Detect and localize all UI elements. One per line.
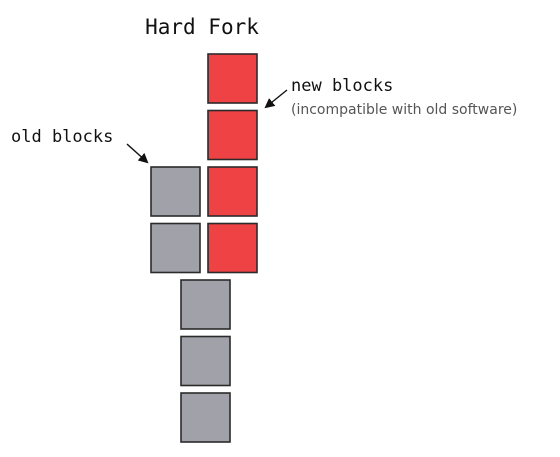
new-block: [207, 166, 258, 217]
new-blocks-note: (incompatible with old software): [291, 102, 517, 118]
old-blocks-label: old blocks: [11, 127, 113, 147]
new-block: [207, 222, 258, 274]
shared-chain-block: [180, 335, 231, 387]
new-block: [207, 53, 258, 104]
shared-chain-block: [180, 392, 231, 443]
old-block: [150, 222, 201, 274]
diagram-title: Hard Fork: [145, 15, 259, 39]
shared-chain-block: [180, 279, 231, 330]
old-blocks-arrow: [126, 143, 149, 164]
new-blocks-arrow: [264, 89, 288, 109]
blockchain-blocks: [150, 53, 258, 443]
old-block: [150, 166, 201, 217]
new-block: [207, 109, 258, 161]
new-blocks-label: new blocks: [291, 76, 393, 96]
